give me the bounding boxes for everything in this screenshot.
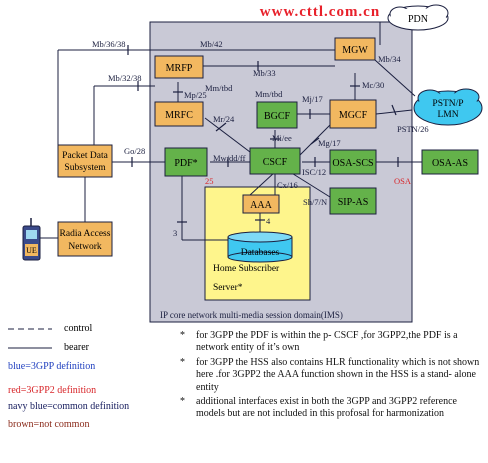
cscf-node [249, 147, 301, 175]
hss-label-line2: Server* [213, 283, 243, 293]
if-mb36-38: Mb/36/38 [92, 39, 126, 49]
if-mb33: Mb/33 [253, 68, 276, 78]
osa-as-node [421, 149, 479, 175]
sip-as-label: SIP-AS [338, 197, 369, 208]
website-url: www.cttl.com.cn [260, 4, 380, 20]
pdn-cloud: PDN [387, 4, 449, 31]
if-mi-ee: Mi/ee [272, 133, 292, 143]
databases-cylinder: Databases [227, 231, 293, 263]
mgcf-label: MGCF [339, 110, 368, 121]
mrfc-label: MRFC [165, 110, 193, 121]
interface-labels: Mb/36/38 Mb/42 Mb/32/38 Mb/33 Mb/34 Mc/3… [92, 39, 429, 238]
mgw-label: MGW [342, 45, 368, 56]
if-sh7: Sh/7/N [303, 197, 327, 207]
pdn-label: PDN [408, 14, 428, 25]
note-item: * for 3GPP the PDF is within the p- CSCF… [180, 330, 458, 354]
control-markers [127, 45, 399, 223]
note-item: * additional interfaces exist in both th… [180, 396, 457, 420]
connection-lines [40, 22, 422, 241]
if-mr24: Mr/24 [213, 114, 235, 124]
if-mg17: Mg/17 [318, 138, 341, 148]
if-pstn26: PSTN/26 [397, 124, 429, 134]
legend-blue-def: blue=3GPP definition [8, 361, 96, 372]
if-mw-dd-ff: Mw/dd/ff [213, 153, 246, 163]
radio-access-network-node [57, 221, 113, 257]
legend-bearer-label: bearer [64, 342, 89, 353]
pds-label-line1: Packet Data [62, 151, 108, 161]
legend-brown-def: brown=not common [8, 419, 90, 430]
pdf-node [164, 147, 208, 177]
legend-red-def: red=3GPP2 definition [8, 385, 97, 396]
if-mm-tbd-2: Mm/tbd [255, 89, 283, 99]
mrfp-label: MRFP [166, 63, 193, 74]
hss-label-line1: Home Subscriber [213, 264, 280, 274]
if-mc30: Mc/30 [362, 80, 384, 90]
mrfp-node [154, 55, 204, 79]
aaa-node [242, 194, 280, 214]
legend-control-label: control [64, 323, 93, 334]
pdf-label: PDF* [174, 158, 197, 169]
aaa-label: AAA [250, 200, 272, 211]
databases-label: Databases [241, 248, 280, 258]
ue-phone-icon: UE [22, 218, 41, 261]
mrfc-node [154, 101, 204, 127]
if-25: 25 [205, 176, 214, 186]
legend-navy-def: navy blue=common definition [8, 401, 130, 412]
note-text: for 3GPP the PDF is within the p- CSCF ,… [196, 330, 458, 354]
if-mb32-38: Mb/32/38 [108, 73, 142, 83]
ran-label-line2: Network [68, 242, 101, 252]
if-isc12: ISC/12 [302, 167, 326, 177]
cscf-label: CSCF [263, 157, 288, 168]
if-4: 4 [266, 216, 271, 226]
if-cx16: Cx/16 [277, 180, 298, 190]
pstn-label-line1: PSTN/P [432, 99, 463, 109]
osa-scs-label: OSA-SCS [332, 158, 373, 169]
bgcf-node [256, 101, 298, 129]
if-mj17: Mj/17 [302, 94, 323, 104]
if-mp25: Mp/25 [184, 90, 207, 100]
if-osa: OSA [394, 176, 412, 186]
mgcf-node [329, 99, 377, 129]
note-text: for 3GPP the HSS also contains HLR funct… [196, 356, 480, 393]
osa-as-label: OSA-AS [432, 158, 468, 169]
pds-label-line2: Subsystem [64, 163, 106, 173]
note-item: * for 3GPP the HSS also contains HLR fun… [180, 356, 480, 393]
sip-as-node [329, 187, 377, 215]
if-3: 3 [173, 228, 177, 238]
osa-scs-node [329, 149, 377, 175]
notes-list: * for 3GPP the PDF is within the p- CSCF… [172, 330, 482, 423]
if-mm-tbd: Mm/tbd [205, 83, 233, 93]
if-mb42: Mb/42 [200, 39, 223, 49]
pstn-label-line2: LMN [437, 110, 458, 120]
ran-label-line1: Radia Access [60, 229, 111, 239]
if-go28: Go/28 [124, 146, 145, 156]
ue-label: UE [26, 246, 37, 255]
ims-domain-label: IP core network multi-media session doma… [160, 310, 343, 320]
if-mb34: Mb/34 [378, 54, 401, 64]
note-text: additional interfaces exist in both the … [196, 396, 457, 420]
bgcf-label: BGCF [264, 111, 291, 122]
mgw-node [334, 37, 376, 61]
pstn-cloud: PSTN/P LMN [413, 88, 483, 126]
packet-data-subsystem-node [57, 144, 113, 178]
